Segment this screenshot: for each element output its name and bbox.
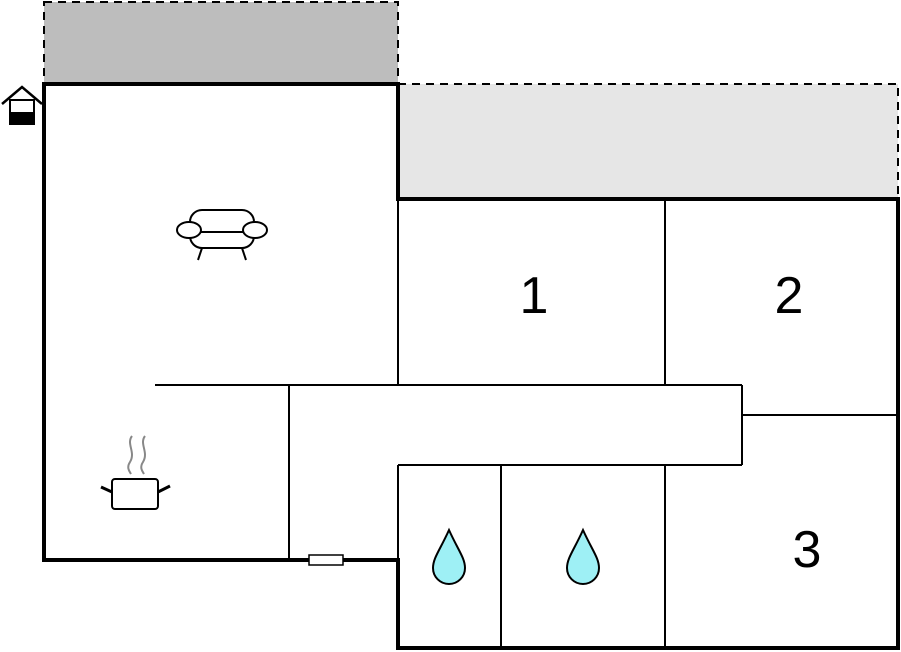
- armchair-icon: [176, 209, 268, 261]
- room-label-bedroom-3: 3: [793, 521, 822, 579]
- room-label-bedroom-1: 1: [520, 267, 549, 325]
- exterior-walls: [42, 82, 900, 650]
- room-label-bedroom-2: 2: [775, 267, 804, 325]
- cooking-pot-icon: [100, 435, 171, 510]
- terrace-right: [397, 83, 899, 200]
- water-drop-icon: [565, 527, 601, 585]
- terrace-left: [43, 1, 399, 85]
- house-entrance-icon: [1, 85, 43, 125]
- interior-walls: [155, 199, 898, 648]
- water-drop-icon: [431, 527, 467, 585]
- door-marker: [308, 554, 344, 566]
